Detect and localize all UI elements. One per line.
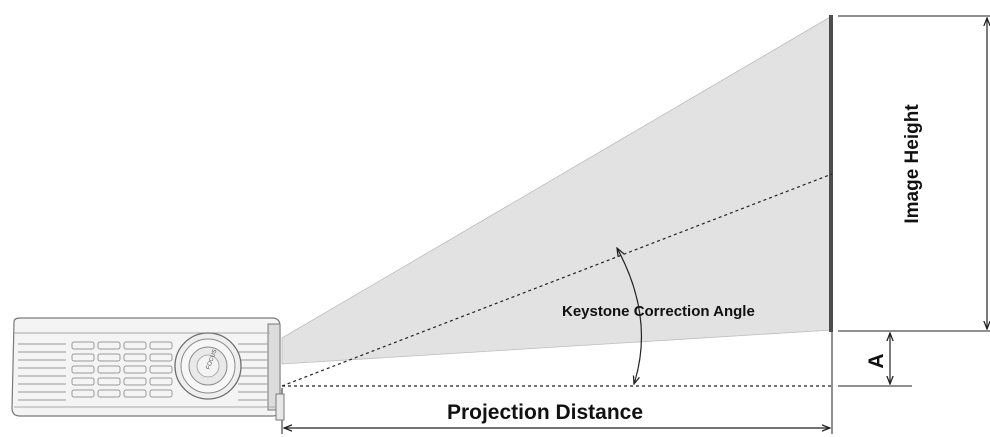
screen <box>829 15 833 332</box>
projection-distance-label: Projection Distance <box>447 401 643 424</box>
keystone-angle-arc <box>617 248 643 384</box>
keystone-correction-angle-label: Keystone Correction Angle <box>562 303 755 320</box>
optical-axis-line <box>281 173 833 387</box>
image-height-label: Image Height <box>902 104 923 224</box>
projector-icon <box>11 317 285 421</box>
offset-a-label: A <box>865 353 888 368</box>
